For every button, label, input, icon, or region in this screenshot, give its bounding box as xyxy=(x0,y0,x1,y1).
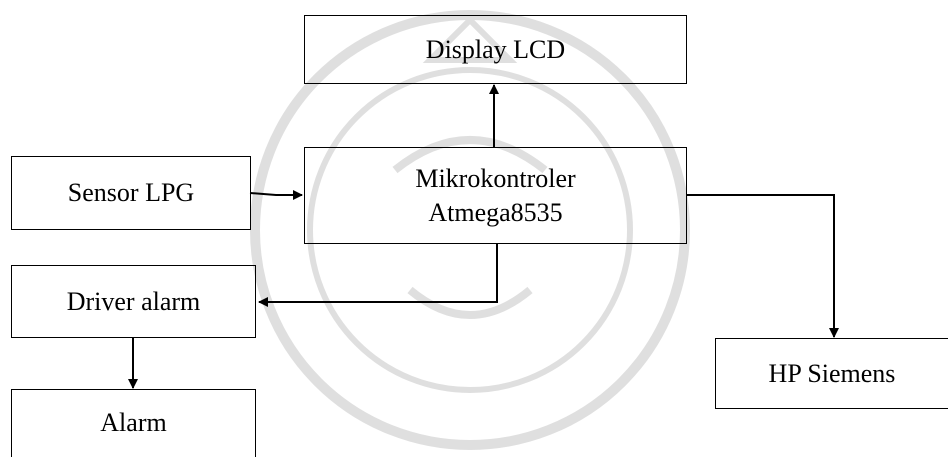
alarm-label: Alarm xyxy=(100,408,167,437)
alarm-box: Alarm xyxy=(11,389,256,457)
hp-siemens-label: HP Siemens xyxy=(768,358,896,388)
edge-mikrokontroler-to-hp-siemens xyxy=(686,194,839,338)
mikrokontroler-box: Mikrokontroler Atmega8535 xyxy=(304,147,687,244)
display-lcd-label: Display LCD xyxy=(425,34,566,64)
mikrokontroler-label-line2: Atmega8535 xyxy=(428,197,563,227)
mikrokontroler-label-line1: Mikrokontroler xyxy=(415,163,576,193)
edge-sensor-to-mikrokontroler xyxy=(249,190,303,200)
driver-alarm-box: Driver alarm xyxy=(11,265,256,338)
display-lcd-box: Display LCD xyxy=(304,15,687,84)
sensor-lpg-box: Sensor LPG xyxy=(11,156,251,230)
sensor-lpg-label: Sensor LPG xyxy=(67,178,195,207)
edge-mikrokontroler-to-driver-alarm xyxy=(258,244,498,307)
driver-alarm-label: Driver alarm xyxy=(66,286,201,316)
hp-siemens-box: HP Siemens xyxy=(715,338,948,409)
